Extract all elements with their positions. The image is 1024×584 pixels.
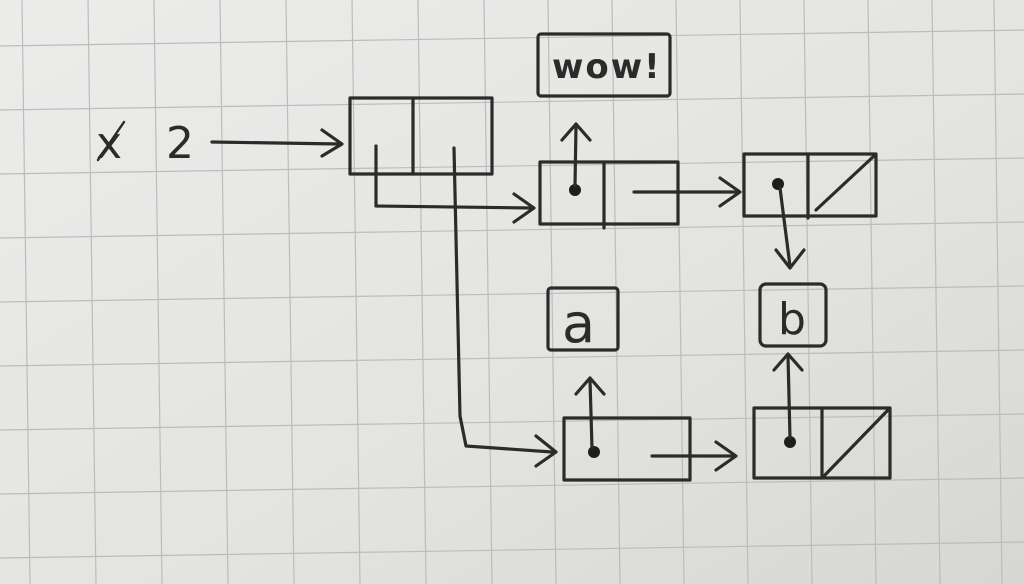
pointer-a-cdr-head (718, 176, 742, 208)
list-cell-b-nil-slash (814, 154, 876, 212)
grid-line-horizontal (0, 29, 1024, 47)
grid-line-vertical (739, 0, 749, 584)
grid-line-vertical (153, 0, 163, 584)
list-cell-d (752, 352, 892, 480)
pointer-root-car-head (512, 192, 536, 224)
grid-line-horizontal (0, 413, 1024, 431)
grid-line-vertical (993, 0, 1003, 584)
grid-line-horizontal (0, 93, 1024, 111)
pointer-root-car (374, 144, 534, 210)
list-cell-c-car-dot (588, 446, 600, 458)
pointer-d-to-b-head (772, 352, 804, 372)
variable-value-label: 2 (166, 118, 194, 169)
wow-box: wow! (536, 32, 672, 98)
pointer-b-to-b (778, 186, 792, 268)
list-cell-b-box (742, 152, 878, 218)
pointer-c-to-a-head (574, 376, 606, 396)
root-cell-box (348, 96, 494, 176)
grid-line-horizontal (0, 541, 1024, 559)
grid-line-horizontal (0, 221, 1024, 239)
grid-line-vertical (931, 0, 941, 584)
grid-line-vertical (285, 0, 295, 584)
grid-line-vertical (21, 0, 31, 584)
wow-label: wow! (552, 47, 662, 87)
symbol-b-box: b (758, 282, 828, 348)
pointer-root-cdr (452, 146, 554, 454)
pointer-a-to-wow-head (560, 122, 592, 142)
arrow-x-to-root (210, 140, 342, 146)
root-cell (348, 96, 558, 468)
list-cell-c (562, 376, 738, 482)
grid-line-vertical (87, 0, 97, 584)
pointer-c-to-a (588, 378, 594, 450)
grid-line-vertical (219, 0, 229, 584)
grid-line-vertical (675, 0, 685, 584)
grid-line-horizontal (0, 477, 1024, 495)
variable-name-strike (96, 120, 126, 162)
symbol-a-border (546, 286, 620, 352)
pointer-root-cdr-head (534, 434, 558, 468)
grid-line-horizontal (0, 285, 1024, 303)
pointer-b-to-b-head (774, 248, 806, 270)
list-cell-c-box (562, 416, 692, 482)
arrow-x-to-root-head (320, 128, 344, 158)
variable-x: x 2 (96, 118, 344, 169)
wow-box-border (536, 32, 672, 98)
symbol-b-border (758, 282, 828, 348)
symbol-a-label: a (562, 292, 595, 355)
pointer-c-cdr-head (714, 440, 738, 472)
list-cell-a-car-dot (569, 184, 581, 196)
symbol-b-label: b (778, 294, 806, 345)
pointer-d-to-b (786, 354, 792, 440)
pointer-a-to-wow (573, 124, 578, 188)
list-cell-b (742, 152, 878, 270)
grid-line-vertical (867, 0, 877, 584)
symbol-a-box: a (546, 286, 620, 355)
grid-line-horizontal (0, 157, 1024, 175)
list-cell-a (538, 122, 742, 230)
list-cell-b-car-dot (772, 178, 784, 190)
list-cell-d-nil-slash (822, 408, 890, 478)
list-cell-d-car-dot (784, 436, 796, 448)
grid-line-horizontal (0, 349, 1024, 367)
